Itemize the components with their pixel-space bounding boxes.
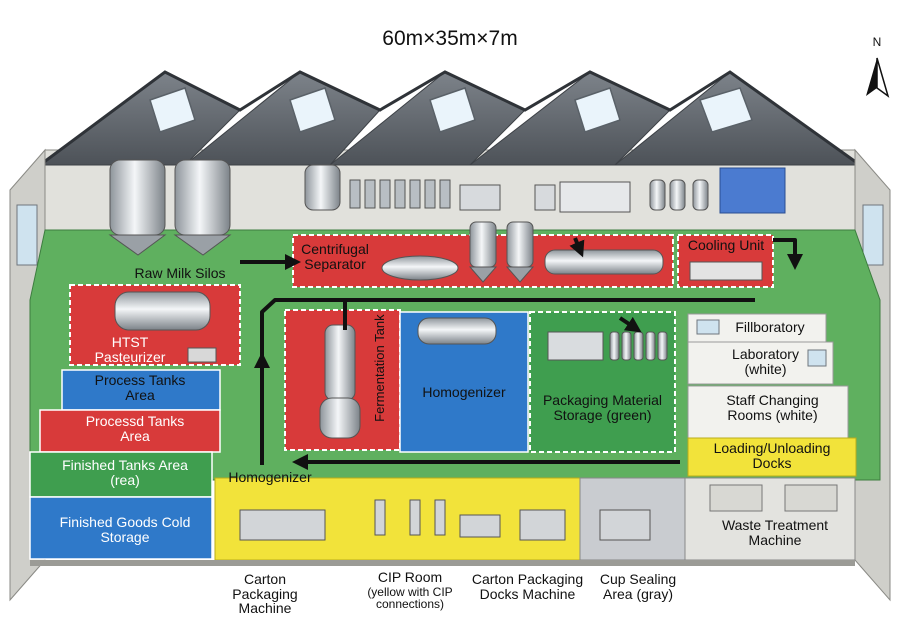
cup-sealing-area-label: Cup Sealing Area (gray): [599, 571, 677, 602]
fermentation-tank-zone: [284, 309, 401, 451]
carton-packaging-docks-machine-label: Carton Packaging Docks Machine: [471, 571, 584, 602]
raw-milk-silos-label: Raw Milk Silos: [134, 265, 226, 281]
packaging-material-storage-label: Packaging Material Storage (green): [542, 392, 663, 423]
finished-tanks-label: Finished Tanks Area (rea): [62, 457, 188, 488]
bottom-rooms: [214, 477, 856, 561]
skylight: [574, 87, 621, 133]
foundation: [30, 560, 855, 566]
finished-goods-cold-storage-label: Finished Goods Cold Storage: [59, 514, 191, 545]
compass-label: N: [872, 35, 882, 49]
cooling-unit-label: Cooling Unit: [687, 237, 765, 253]
htst-pasteurizer-label: HTST Pasteurizer: [94, 334, 166, 365]
finished-goods-cold-storage: [29, 496, 213, 560]
window: [696, 319, 720, 335]
laboratory-label: Laboratory (white): [732, 346, 799, 377]
right-rooms: [687, 313, 857, 477]
loading-docks-label: Loading/Unloading Docks: [713, 440, 831, 471]
skylight: [429, 87, 476, 133]
skylight: [699, 87, 753, 133]
process-tanks-area: [61, 369, 221, 411]
homogenizer-room-label: Homogenizer: [422, 384, 506, 400]
processd-tanks-label: Processd Tanks Area: [85, 413, 185, 444]
back-machinery: [108, 159, 786, 256]
waste-treatment-machine-label: Waste Treatment Machine: [721, 517, 829, 548]
building-shell: [9, 70, 891, 602]
centrifugal-separator-label: Centrifugal Separator: [301, 241, 369, 272]
staff-changing-rooms-label: Staff Changing Rooms (white): [726, 392, 819, 423]
raw-milk-silo-tanks: [108, 159, 232, 256]
roof: [38, 70, 862, 167]
htst-pasteurizer-zone: [69, 284, 241, 366]
skylight: [149, 87, 196, 133]
packaging-material-storage-zone: [529, 311, 676, 453]
fillboratory-label: Fillboratory: [735, 319, 805, 335]
process-tanks-label: Process Tanks Area: [94, 372, 186, 403]
carton-packaging-machine-label: Carton Packaging Machine: [232, 571, 298, 617]
homogenizer-room: [399, 311, 529, 453]
fermentation-tank-label: Fermentation Tank: [372, 314, 388, 422]
blue-rack: [719, 167, 786, 214]
processd-tanks-area: [39, 409, 221, 453]
window: [807, 349, 827, 367]
cooling-unit-zone: [677, 234, 774, 288]
cip-room-note: (yellow with CIP connections): [367, 585, 453, 611]
building-dimensions: 60m×35m×7m: [382, 27, 518, 50]
skylight: [289, 87, 336, 133]
north-arrow-icon: [866, 57, 890, 98]
homogenizer-corridor-label: Homogenizer: [228, 469, 312, 485]
cip-room-label: CIP Room: [377, 569, 443, 585]
process-flow-arrows: [240, 237, 803, 470]
